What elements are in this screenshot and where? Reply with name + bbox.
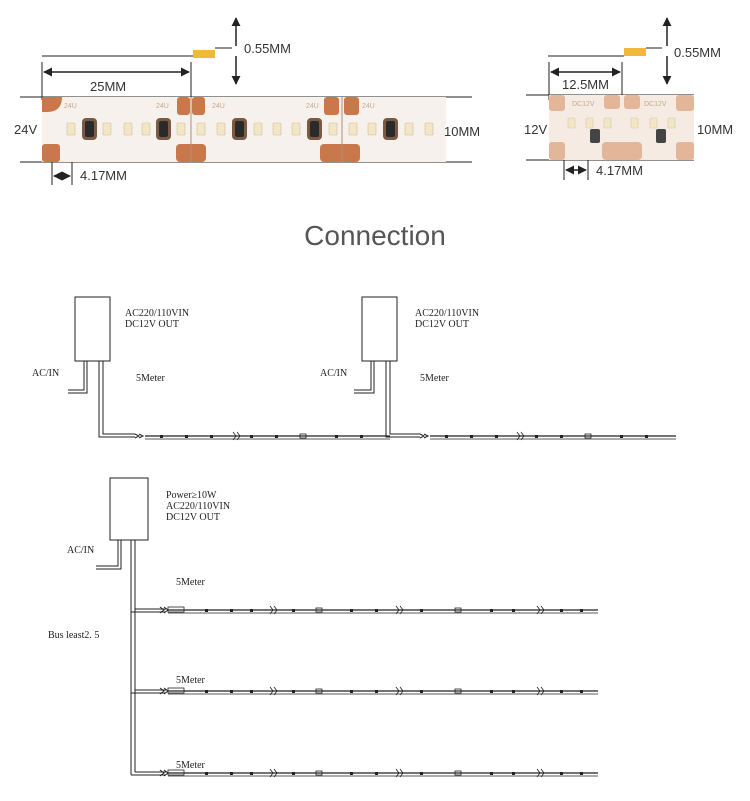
led-strip-run (167, 686, 598, 696)
strip-24v-resistors (82, 118, 398, 140)
strip-24v-pad-tag: 24U (306, 103, 319, 110)
led-strip-run (167, 768, 598, 778)
strip-24v-pitch-label: 4.17MM (80, 168, 127, 183)
strip-24v-leds (66, 122, 434, 136)
strip-12v-cut-length-label: 12.5MM (562, 77, 609, 92)
led-strip-run (167, 605, 598, 615)
strip-12v-diagram: 0.55MM 12.5MM DC12V DC12V (524, 17, 733, 180)
psu-input-spec: AC220/110VIN (125, 308, 189, 319)
psu-power-rating: Power≥10W (166, 490, 217, 501)
power-supply-box (109, 477, 149, 541)
parallel-connection-diagram: Power≥10W AC220/110VIN DC12V OUT AC/IN B… (48, 477, 598, 778)
power-supply-box (74, 296, 111, 362)
strip-24v-thickness-label: 0.55MM (244, 41, 291, 56)
strip-24v-pad-tag: 24U (212, 103, 225, 110)
psu-output-spec: DC12V OUT (166, 512, 220, 523)
strip-12v-resistors (590, 129, 666, 143)
strip-24v-pad-tag: 24U (156, 103, 169, 110)
run-length-label: 5Meter (176, 577, 206, 588)
strip-12v-pitch-label: 4.17MM (596, 163, 643, 178)
run-length-label: 5Meter (176, 675, 206, 686)
strip-12v-pad-tag: DC12V (572, 101, 595, 108)
strip-12v-leds (567, 117, 676, 129)
thickness-indicator (193, 50, 215, 58)
connector-icon (419, 433, 430, 439)
single-connection-diagram-b: AC220/110VIN DC12V OUT AC/IN 5Meter (320, 296, 676, 441)
single-connection-diagram-a: AC220/110VIN DC12V OUT AC/IN 5Meter (32, 296, 390, 441)
strip-12v-thickness-label: 0.55MM (674, 45, 721, 60)
strip-24v-pad-tag: 24U (362, 103, 375, 110)
connection-title: Connection (304, 220, 446, 251)
strip-12v-voltage-label: 12V (524, 122, 547, 137)
strip-24v-pad-tag: 24U (64, 103, 77, 110)
psu-input-spec: AC220/110VIN (166, 501, 230, 512)
run-length-label: 5Meter (176, 760, 206, 771)
bus-spec-label: Bus least2. 5 (48, 630, 99, 641)
psu-output-spec: DC12V OUT (415, 319, 469, 330)
ac-input-label: AC/IN (32, 368, 59, 379)
strip-24v-voltage-label: 24V (14, 122, 37, 137)
ac-input-label: AC/IN (320, 368, 347, 379)
ac-input-label: AC/IN (67, 545, 94, 556)
strip-12v-pad-tag: DC12V (644, 101, 667, 108)
thickness-indicator (624, 48, 646, 56)
strip-24v-cut-length-label: 25MM (90, 79, 126, 94)
led-strip-run (145, 431, 390, 441)
connector-icon (134, 433, 145, 439)
psu-output-spec: DC12V OUT (125, 319, 179, 330)
strip-24v-width-label: 10MM (444, 124, 480, 139)
strip-12v-width-label: 10MM (697, 122, 733, 137)
power-supply-box (361, 296, 398, 362)
strip-24v-diagram: 0.55MM 25MM 24U 24U 24U 24U 24U (14, 17, 480, 185)
strip-12v-solder-pads (549, 95, 694, 160)
psu-input-spec: AC220/110VIN (415, 308, 479, 319)
run-length-label: 5Meter (420, 373, 450, 384)
strip-24v-solder-pads (42, 97, 360, 162)
led-strip-run (430, 431, 676, 441)
run-length-label: 5Meter (136, 373, 166, 384)
